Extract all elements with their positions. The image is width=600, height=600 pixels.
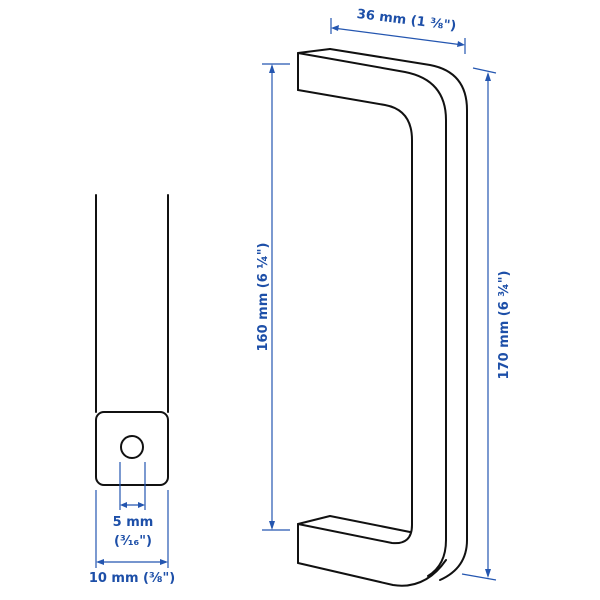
hole-label-inch: (³⁄₁₆")	[114, 534, 152, 549]
dimension-width: 36 mm (1 ⅜")	[330, 7, 466, 54]
dimension-thickness: 10 mm (⅜")	[89, 490, 175, 586]
screw-hole	[120, 435, 144, 459]
dimension-hole: 5 mm (³⁄₁₆")	[113, 462, 154, 549]
dimension-outer-height: 170 mm (6 ¾")	[461, 67, 512, 581]
inner-height-label: 160 mm (6 ¼")	[256, 243, 271, 352]
end-view-handle	[95, 194, 169, 486]
side-view-handle	[297, 48, 468, 587]
dimension-inner-height: 160 mm (6 ¼")	[256, 63, 290, 531]
thickness-label: 10 mm (⅜")	[89, 571, 175, 586]
hole-label-mm: 5 mm	[113, 515, 154, 530]
outer-height-label: 170 mm (6 ¾")	[497, 271, 512, 380]
width-label: 36 mm (1 ⅜")	[356, 7, 457, 34]
